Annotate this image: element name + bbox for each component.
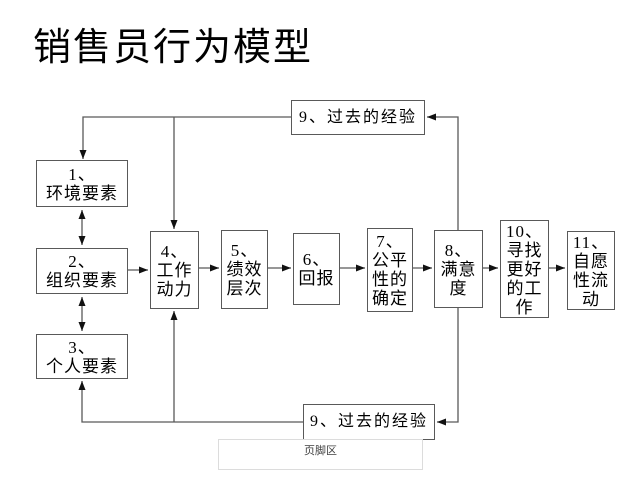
node-label: 11、 自愿 性流 动: [572, 232, 610, 309]
node-label: 10、 寻找 更好 的工 作: [506, 221, 543, 317]
node-label: 2、 组织要素: [46, 252, 118, 290]
node-label: 3、 个人要素: [46, 337, 118, 376]
node-search-better-job: 10、 寻找 更好 的工 作: [500, 220, 549, 318]
node-label: 1、 环境要素: [46, 164, 118, 203]
slide-title: 销售员行为模型: [33, 27, 314, 69]
node-environment-factors: 1、 环境要素: [36, 160, 128, 207]
connector-satisfaction-to-exp-top: [427, 113, 459, 230]
node-work-motivation: 4、 工作 动力: [150, 231, 199, 309]
node-fairness-determination: 7、 公平 性的 确定: [367, 228, 413, 312]
node-performance-level: 5、 绩效 层次: [221, 230, 268, 309]
node-personal-factors: 3、 个人要素: [36, 334, 128, 379]
node-label: 7、 公平 性的 确定: [372, 232, 408, 308]
node-voluntary-turnover: 11、 自愿 性流 动: [567, 231, 615, 310]
node-organization-factors: 2、 组织要素: [36, 248, 128, 294]
node-label: 6、 回报: [298, 250, 335, 288]
connector-exp-bottom-to-personal: [78, 381, 303, 423]
node-reward: 6、 回报: [293, 233, 340, 305]
node-past-experience-bottom: 9、过去的经验: [303, 404, 435, 440]
node-label: 5、 绩效 层次: [226, 241, 263, 298]
node-label: 9、过去的经验: [309, 413, 428, 430]
node-label: 9、过去的经验: [298, 108, 417, 126]
node-past-experience-top: 9、过去的经验: [291, 100, 425, 135]
node-label: 8、 满意 度: [440, 240, 477, 298]
connector-exp-top-to-env: [79, 116, 291, 159]
footer-label: 页脚区: [304, 445, 337, 457]
connector-satisfaction-to-exp-bottom: [437, 308, 459, 426]
node-satisfaction: 8、 满意 度: [434, 230, 483, 308]
footer-placeholder: 页脚区: [218, 439, 423, 470]
node-label: 4、 工作 动力: [156, 241, 193, 299]
